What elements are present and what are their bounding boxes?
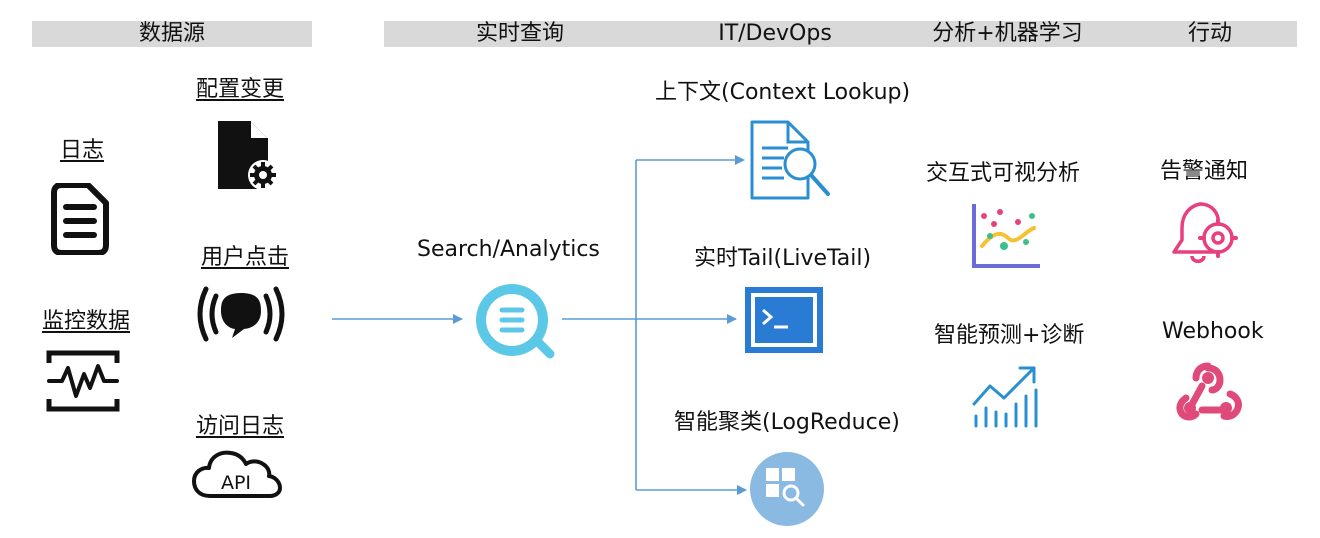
label-user-click: 用户点击 xyxy=(201,245,290,270)
label-access-log: 访问日志 xyxy=(196,414,285,439)
file-gear-icon xyxy=(216,119,278,191)
header-bar-right xyxy=(384,21,1297,47)
label-logs: 日志 xyxy=(60,138,105,163)
label-smart-predict: 智能预测+诊断 xyxy=(934,323,1085,348)
document-icon xyxy=(50,183,110,255)
bell-gear-icon[interactable] xyxy=(1170,200,1242,270)
search-analytics-icon[interactable] xyxy=(474,284,556,360)
api-icon-text: API xyxy=(221,472,251,494)
label-context-lookup: 上下文(Context Lookup) xyxy=(655,80,911,105)
header-analytics-ml: 分析+机器学习 xyxy=(932,21,1083,46)
api-cloud-icon: API xyxy=(192,448,282,500)
header-bar-left xyxy=(32,21,312,47)
header-it-devops: IT/DevOps xyxy=(718,21,832,46)
label-config-change: 配置变更 xyxy=(196,77,285,102)
scatter-chart-icon xyxy=(970,202,1042,270)
header-action: 行动 xyxy=(1187,21,1232,46)
cluster-search-icon[interactable] xyxy=(749,451,825,527)
label-alert-notify: 告警通知 xyxy=(1160,159,1249,184)
label-live-tail: 实时Tail(LiveTail) xyxy=(694,246,872,271)
monitor-wave-icon xyxy=(46,350,120,412)
label-monitoring-data: 监控数据 xyxy=(42,309,131,334)
broadcast-chat-icon xyxy=(192,281,290,347)
trend-chart-icon xyxy=(970,364,1042,428)
terminal-icon[interactable] xyxy=(744,286,824,354)
header-data-sources: 数据源 xyxy=(138,21,205,46)
label-webhook: Webhook xyxy=(1162,319,1264,344)
label-interactive-viz: 交互式可视分析 xyxy=(926,161,1081,186)
label-log-reduce: 智能聚类(LogReduce) xyxy=(674,410,900,435)
label-search-analytics: Search/Analytics xyxy=(417,237,600,262)
webhook-icon[interactable] xyxy=(1172,358,1244,422)
header-realtime-query: 实时查询 xyxy=(475,21,564,46)
doc-search-icon[interactable] xyxy=(748,118,834,202)
